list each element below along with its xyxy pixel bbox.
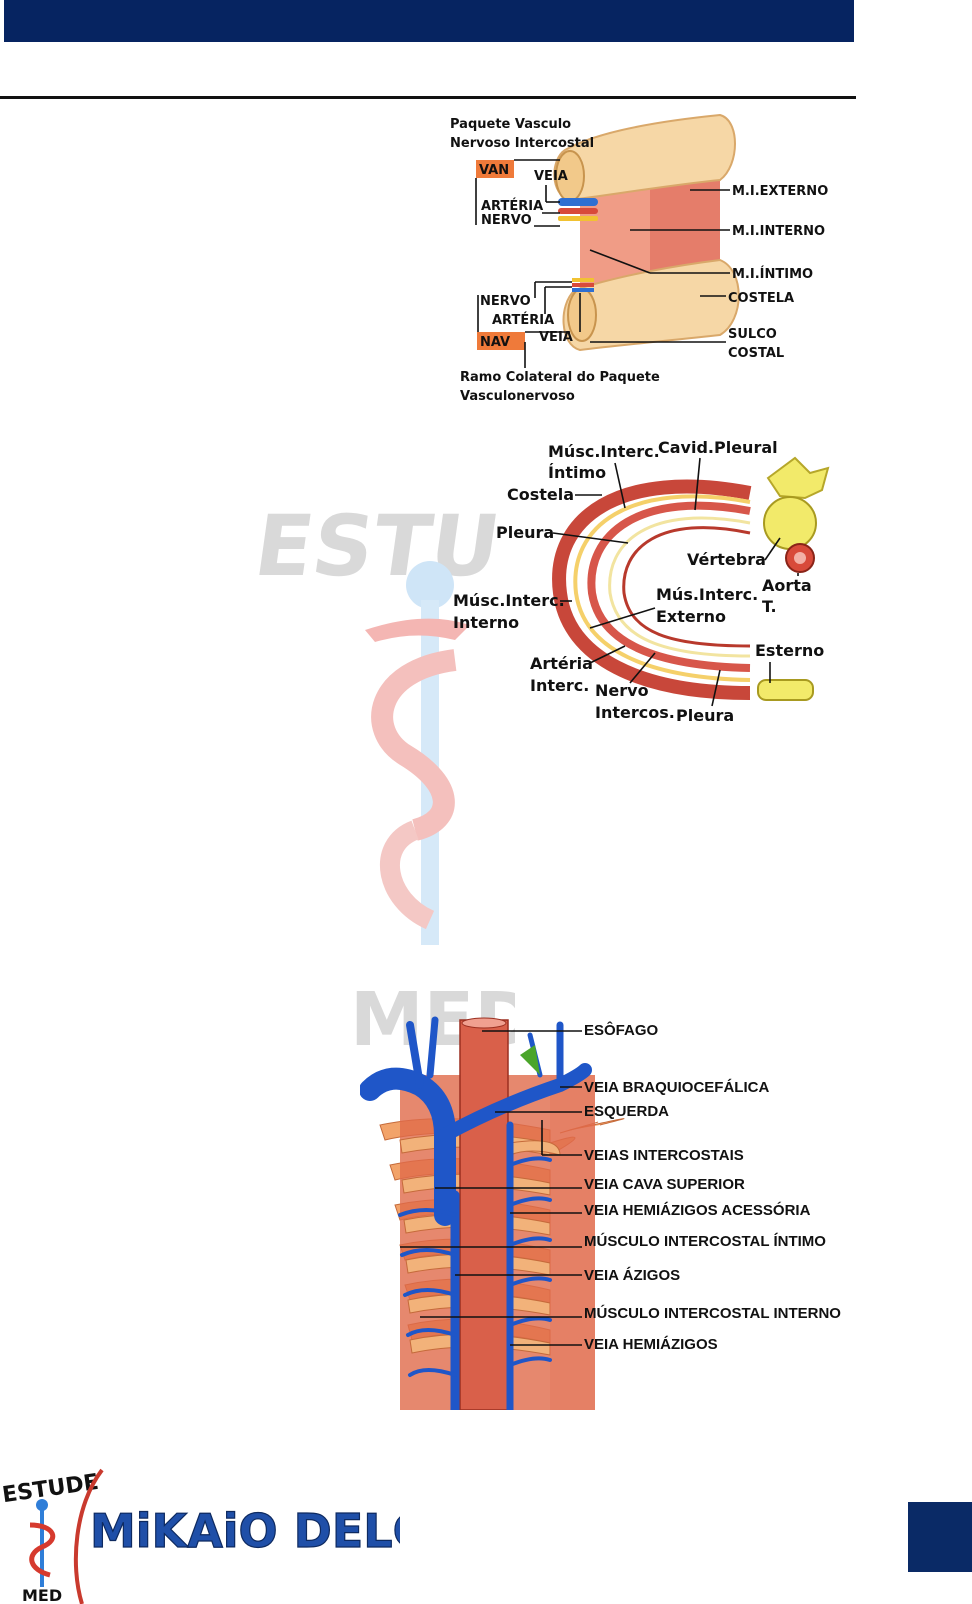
fig3-label-esofago: ESÔFAGO <box>584 1021 659 1039</box>
header-rule <box>0 96 856 99</box>
van-label: VAN <box>479 163 509 178</box>
fig2-nervo2: Intercos. <box>595 703 675 722</box>
fig2-musc-interno1: Músc.Interc. <box>453 591 565 610</box>
fig1-mi-intimo: M.I.ÍNTIMO <box>732 266 813 282</box>
fig1-arteria-bot: ARTÉRIA <box>492 312 554 328</box>
fig2-nervo1: Nervo <box>595 681 649 700</box>
fig1-footer2: Vasculonervoso <box>460 389 575 404</box>
fig3-label-hemiazigos-acessoria: VEIA HEMIÁZIGOS ACESSÓRIA <box>584 1201 811 1219</box>
fig3-label-esquerda: ESQUERDA <box>584 1103 669 1120</box>
fig1-arteria-top: ARTÉRIA <box>481 198 543 214</box>
fig3-label-cava: VEIA CAVA SUPERIOR <box>584 1176 745 1193</box>
page-corner-tab <box>908 1502 972 1572</box>
fig1-title2: Nervoso Intercostal <box>450 136 594 151</box>
fig2-costela: Costela <box>507 485 574 504</box>
nav-label: NAV <box>480 335 510 350</box>
fig3-label-intimo: MÚSCULO INTERCOSTAL ÍNTIMO <box>584 1232 826 1250</box>
logo-med: MED <box>22 1586 62 1604</box>
fig3-label-interno: MÚSCULO INTERCOSTAL INTERNO <box>584 1304 841 1322</box>
fig2-esterno: Esterno <box>755 641 824 660</box>
fig2-vertebra: Vértebra <box>687 550 766 569</box>
fig2-pleura-top: Pleura <box>496 523 554 542</box>
fig1-title1: Paquete Vasculo <box>450 117 571 132</box>
fig1-mi-interno: M.I.INTERNO <box>732 224 825 239</box>
nav-box <box>477 332 525 350</box>
fig1-sulco: SULCO <box>728 327 777 342</box>
fig2-mus-externo2: Externo <box>656 607 726 626</box>
fig2-intimo: Íntimo <box>548 463 606 482</box>
watermark-top: ESTU <box>255 497 506 595</box>
fig2-cavid: Cavid.Pleural <box>658 438 778 457</box>
fig3-label-list: ESÔFAGO VEIA BRAQUIOCEFÁLICA ESQUERDA VE… <box>584 1021 841 1353</box>
fig1-nervo-top: NERVO <box>481 213 532 228</box>
fig2-musc-interno2: Interno <box>453 613 519 632</box>
figure-azygos-system: ESÔFAGO VEIA BRAQUIOCEFÁLICA ESQUERDA VE… <box>360 1016 841 1410</box>
header-bar <box>4 0 854 42</box>
fig1-veia-top: VEIA <box>534 169 568 184</box>
fig2-musc-interc: Músc.Interc. <box>548 442 660 461</box>
fig1-nervo-bot: NERVO <box>480 294 531 309</box>
fig1-costela: COSTELA <box>728 291 794 306</box>
logo-name: MiKAiO DELGADO <box>90 1504 400 1558</box>
fig2-aorta-t: T. <box>762 597 777 616</box>
fig3-label-intercostais: VEIAS INTERCOSTAIS <box>584 1147 744 1164</box>
fig1-costal: COSTAL <box>728 346 784 361</box>
fig2-mus-externo1: Mús.Interc. <box>656 585 758 604</box>
fig2-pleura-bot: Pleura <box>676 706 734 725</box>
fig2-aorta: Aorta <box>762 576 812 595</box>
fig3-label-hemiazigos: VEIA HEMIÁZIGOS <box>584 1336 718 1353</box>
van-box <box>476 160 514 178</box>
fig3-label-azigos: VEIA ÁZIGOS <box>584 1267 680 1284</box>
brand-logo: ESTUDE MED MiKAiO DELGADO <box>1 1468 400 1604</box>
figure-intercostal-bundle: Paquete Vasculo Nervoso Intercostal VAN … <box>450 113 828 404</box>
fig1-veia-bot: VEIA <box>539 330 573 345</box>
fig2-arteria1: Artéria <box>530 654 593 673</box>
fig1-mi-externo: M.I.EXTERNO <box>732 184 828 199</box>
fig1-footer1: Ramo Colateral do Paquete <box>460 370 660 385</box>
fig2-arteria2: Interc. <box>530 676 589 695</box>
fig3-label-braquiocefalica: VEIA BRAQUIOCEFÁLICA <box>584 1079 769 1096</box>
figure-thorax-cross-section: Músc.Interc. Íntimo Cavid.Pleural Costel… <box>453 438 830 725</box>
